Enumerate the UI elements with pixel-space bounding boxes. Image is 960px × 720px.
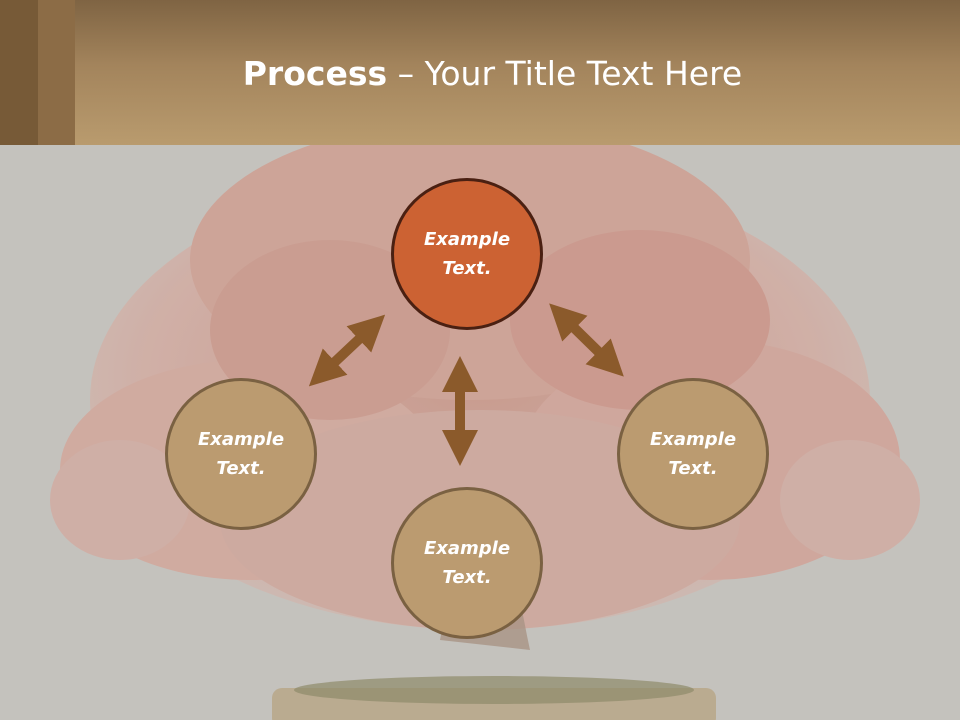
bottom-node-text: Example Text. xyxy=(423,538,511,588)
left-node-text: Example Text. xyxy=(197,429,285,479)
title-bold-text: Process xyxy=(242,54,388,93)
header-stripe xyxy=(0,0,38,145)
center-node-text: Example Text. xyxy=(423,229,511,279)
title-bar xyxy=(0,0,960,145)
header-stripe xyxy=(38,0,75,145)
right-node[interactable]: Example Text. xyxy=(617,378,769,530)
slide-title[interactable]: Process – Your Title Text Here xyxy=(0,52,960,96)
bottom-node[interactable]: Example Text. xyxy=(391,487,543,639)
left-node[interactable]: Example Text. xyxy=(165,378,317,530)
center-node[interactable]: Example Text. xyxy=(391,178,543,330)
title-rest-text: – Your Title Text Here xyxy=(387,54,743,93)
right-node-text: Example Text. xyxy=(649,429,737,479)
